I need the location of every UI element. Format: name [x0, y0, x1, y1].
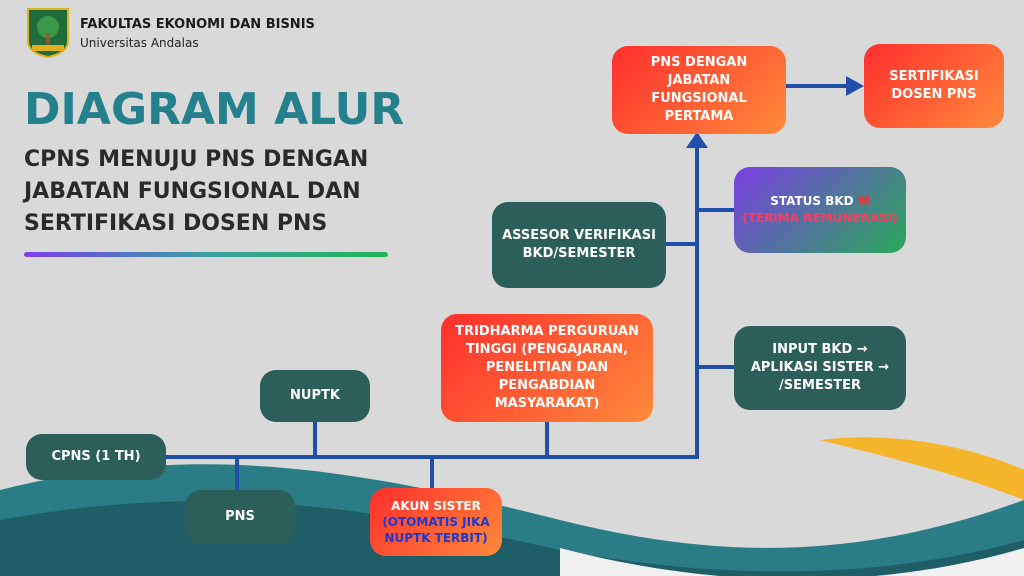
- node-pns-label: PNS: [225, 509, 255, 524]
- node-sertifikasi: SERTIFIKASI DOSEN PNS: [864, 44, 1004, 128]
- status-bkd-prefix: STATUS BKD: [770, 194, 858, 208]
- node-cpns-label: CPNS (1 TH): [51, 449, 141, 464]
- node-pns-jabatan: PNS DENGAN JABATAN FUNGSIONAL PERTAMA: [612, 46, 786, 134]
- node-status-bkd: STATUS BKD M (TERIMA REMUNERASI): [734, 167, 906, 253]
- page-title: DIAGRAM ALUR: [24, 84, 405, 135]
- node-sertifikasi-label: SERTIFIKASI DOSEN PNS: [889, 69, 979, 102]
- node-pns: PNS: [185, 490, 295, 544]
- node-nuptk: NUPTK: [260, 370, 370, 422]
- arrow-right-head: [846, 76, 864, 96]
- node-tridharma: TRIDHARMA PERGURUAN TINGGI (PENGAJARAN, …: [441, 314, 653, 422]
- node-assesor-label: ASSESOR VERIFIKASI BKD/SEMESTER: [502, 228, 656, 261]
- node-status-bkd-note: (TERIMA REMUNERASI): [742, 211, 898, 225]
- university-name: Universitas Andalas: [80, 36, 199, 50]
- arrow-up-head: [686, 132, 708, 148]
- node-cpns: CPNS (1 TH): [26, 434, 166, 480]
- node-input-bkd: INPUT BKD → APLIKASI SISTER → /SEMESTER: [734, 326, 906, 410]
- page-subtitle: CPNS MENUJU PNS DENGAN JABATAN FUNGSIONA…: [24, 147, 369, 236]
- node-status-bkd-label: STATUS BKD M: [770, 193, 870, 210]
- node-tridharma-label: TRIDHARMA PERGURUAN TINGGI (PENGAJARAN, …: [455, 324, 639, 411]
- status-bkd-m: M: [857, 194, 870, 208]
- university-logo: [27, 8, 69, 59]
- node-akun-sister-label: AKUN SISTER: [391, 499, 481, 513]
- node-nuptk-label: NUPTK: [290, 388, 340, 403]
- node-akun-sister: AKUN SISTER (OTOMATIS JIKA NUPTK TERBIT): [370, 488, 502, 556]
- node-assesor: ASSESOR VERIFIKASI BKD/SEMESTER: [492, 202, 666, 288]
- faculty-name: FAKULTAS EKONOMI DAN BISNIS: [80, 17, 315, 32]
- node-pns-jabatan-label: PNS DENGAN JABATAN FUNGSIONAL PERTAMA: [650, 55, 748, 124]
- title-underline: [24, 252, 388, 257]
- node-akun-sister-note: (OTOMATIS JIKA NUPTK TERBIT): [382, 515, 490, 545]
- node-input-bkd-label: INPUT BKD → APLIKASI SISTER → /SEMESTER: [750, 342, 890, 393]
